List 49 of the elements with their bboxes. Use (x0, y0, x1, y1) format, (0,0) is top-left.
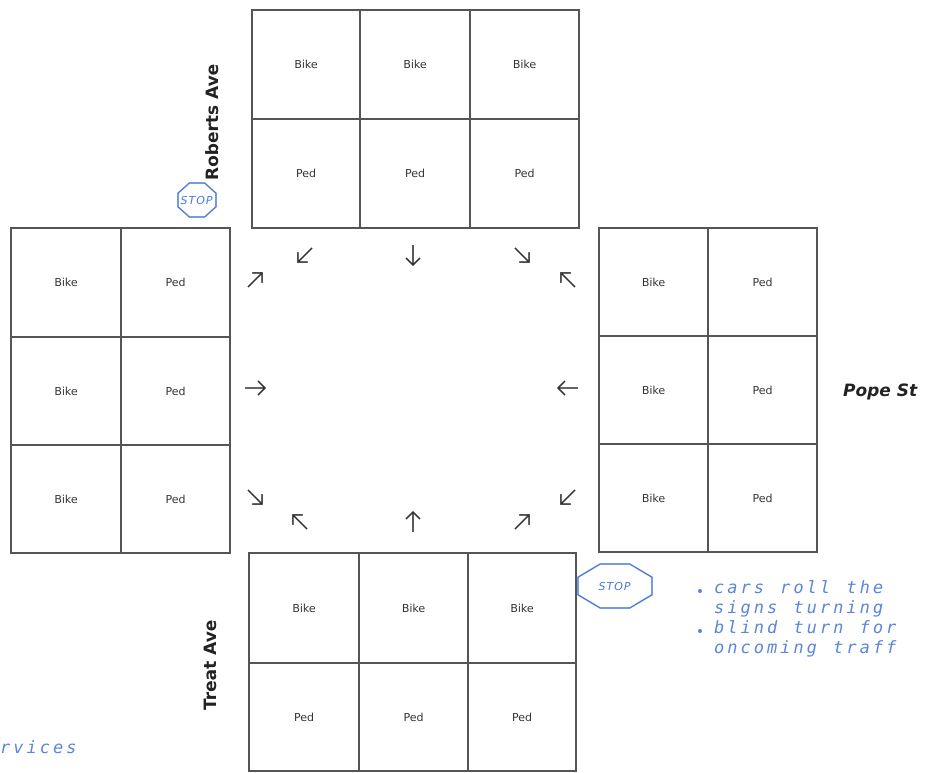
cell-text: Bike (54, 384, 78, 398)
cell-text: Bike (642, 276, 666, 288)
cell-text: Ped (296, 167, 316, 180)
cell-text: Bike (54, 492, 78, 506)
cell-text: Ped (752, 492, 772, 504)
grid-cell (120, 444, 231, 554)
cell-text: Bike (642, 492, 666, 504)
cell-text: Ped (166, 384, 186, 398)
grid-cell (469, 118, 580, 229)
grid-cell (251, 118, 361, 229)
cell-text: Bike (402, 602, 426, 614)
grid-cell (707, 443, 818, 553)
grid-cell (248, 552, 360, 664)
cell-text: Bike (642, 384, 666, 396)
street-name: Treat Ave (201, 620, 221, 710)
cell-text: Ped (405, 167, 425, 180)
cell-text: Ped (166, 276, 186, 289)
cell-text: Bike (54, 276, 78, 289)
grid-cell (467, 662, 577, 772)
grid-cell (467, 552, 577, 664)
grid-cell (598, 443, 709, 553)
grid-cell (707, 227, 818, 337)
grid-cell (251, 9, 361, 120)
grid-cell (120, 227, 231, 338)
street-name: Pope St (843, 381, 918, 401)
cell-text: Ped (514, 167, 534, 180)
cell-text: Bike (403, 58, 427, 71)
cell-text: Bike (292, 602, 316, 614)
cell-text: Ped (294, 710, 314, 724)
grid-cell (10, 227, 122, 338)
cell-text: Bike (294, 58, 318, 71)
cell-text: Ped (752, 384, 772, 396)
grid-cell (469, 9, 580, 120)
grid-cell (598, 227, 709, 337)
cell-text: Ped (166, 492, 186, 506)
handwritten-note: rvices (0, 738, 80, 758)
grid-cell (248, 662, 360, 772)
cell-text: Bike (512, 58, 536, 71)
street-name: Roberts Ave (203, 64, 223, 180)
grid-cell (10, 444, 122, 554)
cell-text: Bike (510, 602, 534, 614)
cell-text: Ped (512, 710, 532, 724)
stop-sign (178, 183, 216, 217)
handwritten-note: blind turn for oncoming traff (714, 618, 900, 658)
cell-text: STOP (598, 580, 632, 592)
cell-text: Ped (752, 276, 772, 288)
cell-text: STOP (180, 194, 214, 206)
stop-sign (578, 564, 652, 608)
cell-text: Ped (404, 710, 424, 724)
